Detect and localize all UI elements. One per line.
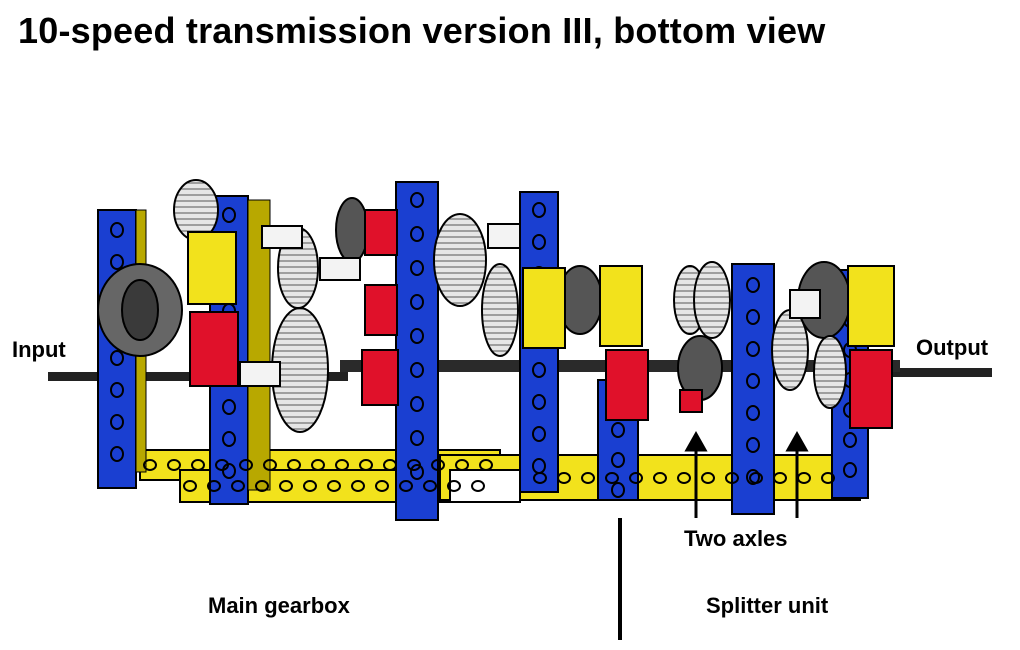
beam-hole xyxy=(110,414,124,430)
beam-hole xyxy=(479,459,493,471)
beam-hole xyxy=(532,362,546,378)
beam-hole xyxy=(222,399,236,415)
beam-hole xyxy=(410,430,424,446)
beam-hole xyxy=(746,437,760,453)
splitter-unit-label: Splitter unit xyxy=(706,593,829,618)
beam-hole xyxy=(255,480,269,492)
beam-hole xyxy=(773,472,787,484)
beam-hole xyxy=(110,222,124,238)
beam-hole xyxy=(653,472,667,484)
beam-hole xyxy=(746,469,760,485)
beam-hole xyxy=(533,472,547,484)
beam-hole xyxy=(746,405,760,421)
beam-hole xyxy=(605,472,619,484)
beam-hole xyxy=(431,459,445,471)
page-title: 10-speed transmission version III, botto… xyxy=(18,10,826,51)
beam-hole xyxy=(351,480,365,492)
two-axles-arrows xyxy=(684,430,809,518)
beam-hole xyxy=(746,277,760,293)
beam-hole xyxy=(375,480,389,492)
beam-hole xyxy=(207,480,221,492)
beam-hole xyxy=(279,480,293,492)
beam-hole xyxy=(311,459,325,471)
gear-cluster-left xyxy=(97,179,219,357)
input-label: Input xyxy=(12,337,66,362)
beam-hole xyxy=(222,207,236,223)
beam-hole xyxy=(303,480,317,492)
beam-hole xyxy=(335,459,349,471)
beam-hole xyxy=(359,459,373,471)
gear-cluster-splitter xyxy=(673,261,851,409)
beam-hole xyxy=(532,234,546,250)
yellow-bricks xyxy=(187,231,895,349)
beam-hole xyxy=(701,472,715,484)
beam-hole xyxy=(222,463,236,479)
beam-hole xyxy=(843,432,857,448)
beam-hole xyxy=(383,459,397,471)
beam-hole xyxy=(532,394,546,410)
beam-hole xyxy=(471,480,485,492)
output-label: Output xyxy=(916,335,989,360)
beam-hole xyxy=(725,472,739,484)
beam-hole xyxy=(611,422,625,438)
beam-hole xyxy=(557,472,571,484)
beam-hole xyxy=(423,480,437,492)
beam-hole xyxy=(239,459,253,471)
beam-hole xyxy=(222,431,236,447)
beam-hole xyxy=(410,362,424,378)
beam-hole xyxy=(410,396,424,412)
beam-hole xyxy=(821,472,835,484)
beam-hole xyxy=(399,480,413,492)
beam-hole xyxy=(455,459,469,471)
beam-hole xyxy=(231,480,245,492)
beam-hole xyxy=(746,309,760,325)
beam-hole xyxy=(143,459,157,471)
beam-hole xyxy=(746,373,760,389)
beam-hole xyxy=(447,480,461,492)
beam-hole xyxy=(410,260,424,276)
beam-hole xyxy=(410,226,424,242)
beam-hole xyxy=(843,462,857,478)
main-gearbox-label: Main gearbox xyxy=(208,593,350,618)
white-bushings xyxy=(239,223,821,387)
beam-hole xyxy=(410,294,424,310)
beam-hole xyxy=(629,472,643,484)
beam-hole xyxy=(167,459,181,471)
beam-hole xyxy=(611,452,625,468)
beam-hole xyxy=(287,459,301,471)
beam-hole xyxy=(749,472,763,484)
beam-hole xyxy=(410,464,424,480)
beam-hole xyxy=(746,341,760,357)
beam-hole xyxy=(677,472,691,484)
beam-hole xyxy=(611,482,625,498)
beam-hole xyxy=(532,426,546,442)
beam-hole xyxy=(191,459,205,471)
red-bricks xyxy=(189,209,893,429)
beam-hole xyxy=(407,459,421,471)
beam-hole xyxy=(110,382,124,398)
beam-hole xyxy=(410,192,424,208)
beam-hole xyxy=(581,472,595,484)
beam-hole xyxy=(110,254,124,270)
beam-hole xyxy=(215,459,229,471)
beam-hole xyxy=(532,202,546,218)
beam-hole xyxy=(110,350,124,366)
beam-hole xyxy=(263,459,277,471)
blue-beam-3 xyxy=(395,181,439,521)
output-axle xyxy=(880,368,992,377)
beam-hole xyxy=(110,446,124,462)
beam-hole xyxy=(327,480,341,492)
two-axles-label: Two axles xyxy=(684,526,788,551)
beam-hole xyxy=(410,328,424,344)
beam-hole xyxy=(183,480,197,492)
